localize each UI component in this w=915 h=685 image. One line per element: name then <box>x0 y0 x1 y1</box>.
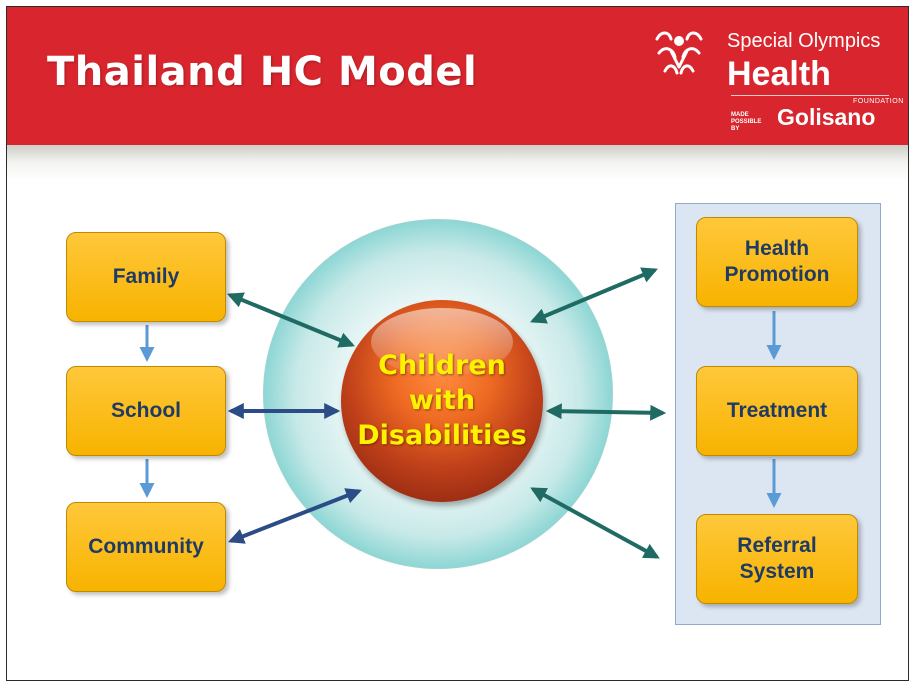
family-box: Family <box>66 232 226 322</box>
logo-org-name: Special Olympics <box>727 30 881 52</box>
arrow-children-treatment <box>545 403 667 421</box>
header-shadow <box>7 145 908 181</box>
health-promotion-label-line2: Promotion <box>724 263 830 286</box>
special-olympics-figure-icon <box>655 31 703 75</box>
special-olympics-health-logo: Special Olympics Health FOUNDATION MADE … <box>651 21 904 136</box>
diagram-connectors <box>139 267 782 559</box>
arrow-community-children <box>228 488 362 544</box>
arrow-children-referral <box>530 487 660 559</box>
referral-system-label-line1: Referral <box>737 534 817 557</box>
logo-made-possible-by: MADE POSSIBLE BY <box>731 112 762 132</box>
community-label: Community <box>88 535 204 558</box>
school-box: School <box>66 366 226 456</box>
hc-model-diagram: Family School Community Children with Di… <box>7 7 908 680</box>
referral-system-box: Referral System <box>696 514 858 604</box>
arrow-children-health-promotion <box>530 267 658 324</box>
arrow-family-children <box>227 292 355 348</box>
family-label: Family <box>112 265 180 288</box>
slide: Thailand HC Model Special Olympics Healt… <box>6 6 909 681</box>
community-box: Community <box>66 502 226 592</box>
center-label-line3: Disabilities <box>357 420 527 451</box>
logo-foundation-label: FOUNDATION <box>853 98 904 105</box>
center-label: Children with Disabilities <box>341 348 543 453</box>
treatment-box: Treatment <box>696 366 858 456</box>
referral-system-label-line2: System <box>739 560 815 583</box>
logo-sponsor-name: Golisano <box>777 104 876 130</box>
logo-divider <box>731 95 889 96</box>
treatment-label: Treatment <box>726 399 828 422</box>
school-label: School <box>110 399 181 422</box>
logo-program-name: Health <box>727 55 831 93</box>
health-promotion-label-line1: Health <box>744 237 810 260</box>
center-label-line1: Children <box>378 350 506 381</box>
health-promotion-box: Health Promotion <box>696 217 858 307</box>
header-banner: Thailand HC Model Special Olympics Healt… <box>7 7 908 145</box>
children-with-disabilities-sphere: Children with Disabilities <box>341 300 543 502</box>
slide-title: Thailand HC Model <box>47 49 478 95</box>
center-label-line2: with <box>408 385 476 416</box>
sphere-highlight <box>371 308 513 376</box>
